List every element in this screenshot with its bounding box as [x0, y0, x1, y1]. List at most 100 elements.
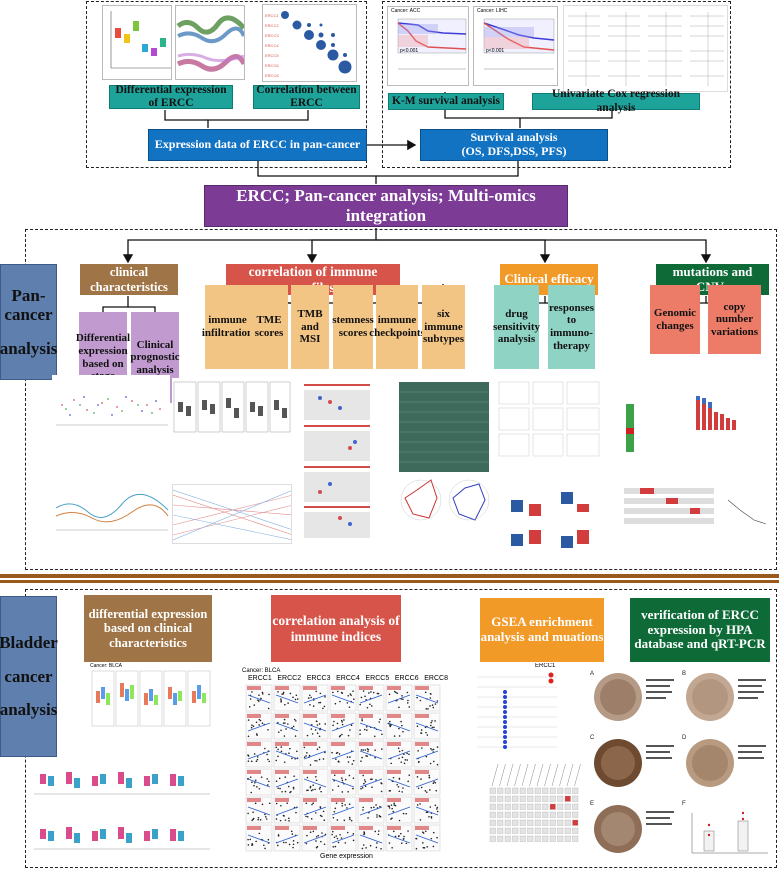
- scatter-point: [436, 700, 439, 702]
- mutation-cell: [512, 803, 519, 810]
- scatter-point: [283, 761, 286, 763]
- scatter-point: [338, 753, 341, 755]
- scatter-point: [431, 726, 434, 729]
- scatter-point: [389, 789, 392, 792]
- scatter-point: [275, 759, 278, 762]
- scatter-point: [429, 806, 432, 808]
- mutation-cell: [534, 795, 541, 802]
- mutation-cell: [534, 811, 541, 818]
- scatter-point: [408, 706, 411, 708]
- scatter-point: [365, 725, 368, 728]
- regression-line: [387, 722, 411, 732]
- scatter-point: [401, 695, 403, 697]
- scatter-point: [261, 722, 264, 724]
- scatter-point: [316, 760, 318, 762]
- scatter-point: [378, 721, 381, 723]
- scatter-point: [317, 834, 320, 837]
- scatter-point: [341, 721, 343, 723]
- scatter-point: [340, 777, 343, 779]
- cox-forest-thumbnail: [563, 5, 728, 92]
- drug-sensitivity-thumbnail: [495, 380, 603, 560]
- scatter-point: [360, 749, 363, 751]
- section-separator: [0, 574, 779, 578]
- scatter-point: [291, 833, 294, 835]
- scatter-point: [280, 750, 283, 753]
- scatter-point: [429, 705, 431, 707]
- mutation-cell: [542, 835, 549, 842]
- mutation-col-label: [559, 763, 566, 787]
- regression-line: [303, 806, 327, 816]
- scatter-point: [434, 703, 437, 705]
- regression-line: [359, 722, 383, 732]
- scatter-point: [380, 790, 383, 793]
- expression-panel-frame: [86, 1, 367, 168]
- scatter-point: [406, 691, 409, 694]
- scatter-point: [305, 842, 308, 845]
- svg-text:ERCC4: ERCC4: [265, 43, 279, 48]
- scatter-point: [341, 791, 344, 793]
- scatter-point: [428, 776, 431, 779]
- scatter-point: [287, 785, 290, 788]
- regression-line: [331, 806, 355, 816]
- mutation-col-label: [566, 763, 574, 787]
- scatter-point: [392, 830, 395, 833]
- scatter-point: [315, 812, 317, 814]
- expression-data-box: Expression data of ERCC in pan-cancer: [148, 129, 367, 161]
- scatter-point: [258, 724, 261, 726]
- correlation-label: [303, 798, 317, 802]
- scatter-point: [314, 759, 316, 762]
- scatter-point: [430, 693, 432, 695]
- scatter-point: [419, 803, 421, 805]
- mutation-cell: [557, 835, 564, 842]
- scatter-point: [421, 747, 423, 749]
- scatter-point: [422, 842, 424, 844]
- cnv-box: copy number variations: [708, 285, 761, 354]
- ercc-col-3: ERCC3: [306, 675, 331, 682]
- clinical-characteristics-header: clinical characteristics: [80, 264, 178, 295]
- mutation-cell: [489, 819, 496, 826]
- regression-line: [303, 778, 327, 788]
- blca-correlation-title: Cancer: BLCA: [242, 668, 281, 674]
- scatter-point: [310, 789, 313, 792]
- mutation-col-label: [514, 763, 521, 787]
- scatter-point: [391, 846, 393, 849]
- scatter-point: [316, 748, 319, 750]
- mutation-cell: [564, 819, 571, 826]
- scatter-point: [251, 724, 253, 726]
- regression-line: [359, 694, 383, 704]
- scatter-point: [344, 778, 347, 781]
- regression-line: [275, 750, 299, 760]
- scatter-point: [420, 778, 422, 780]
- scatter-point: [264, 847, 266, 850]
- scatter-point: [366, 729, 368, 731]
- correlation-label: [247, 826, 261, 830]
- scatter-point: [312, 802, 315, 805]
- scatter-point: [407, 830, 409, 832]
- scatter-point: [393, 735, 396, 737]
- scatter-point: [402, 787, 404, 789]
- scatter-point: [429, 762, 432, 765]
- scatter-point: [401, 791, 403, 793]
- scatter-point: [285, 728, 287, 730]
- mutation-cell: [512, 787, 519, 794]
- scatter-point: [343, 719, 345, 721]
- scatter-point: [318, 746, 321, 749]
- hpa-label-a: A: [590, 671, 594, 677]
- scatter-point: [336, 722, 339, 725]
- correlation-label: [275, 770, 289, 774]
- mutation-cell: [497, 835, 504, 842]
- scatter-point: [290, 830, 293, 833]
- mutation-cell: [549, 795, 556, 802]
- scatter-point: [396, 692, 399, 694]
- tme-scores-box: TME scores: [250, 285, 288, 369]
- scatter-point: [324, 696, 326, 698]
- scatter-point: [364, 780, 367, 783]
- scatter-point: [388, 805, 391, 808]
- scatter-point: [319, 786, 322, 789]
- scatter-point: [398, 790, 401, 793]
- scatter-point: [433, 781, 435, 783]
- regression-line: [359, 778, 383, 788]
- scatter-point: [367, 750, 369, 753]
- scatter-point: [346, 702, 349, 704]
- regression-line: [247, 750, 271, 760]
